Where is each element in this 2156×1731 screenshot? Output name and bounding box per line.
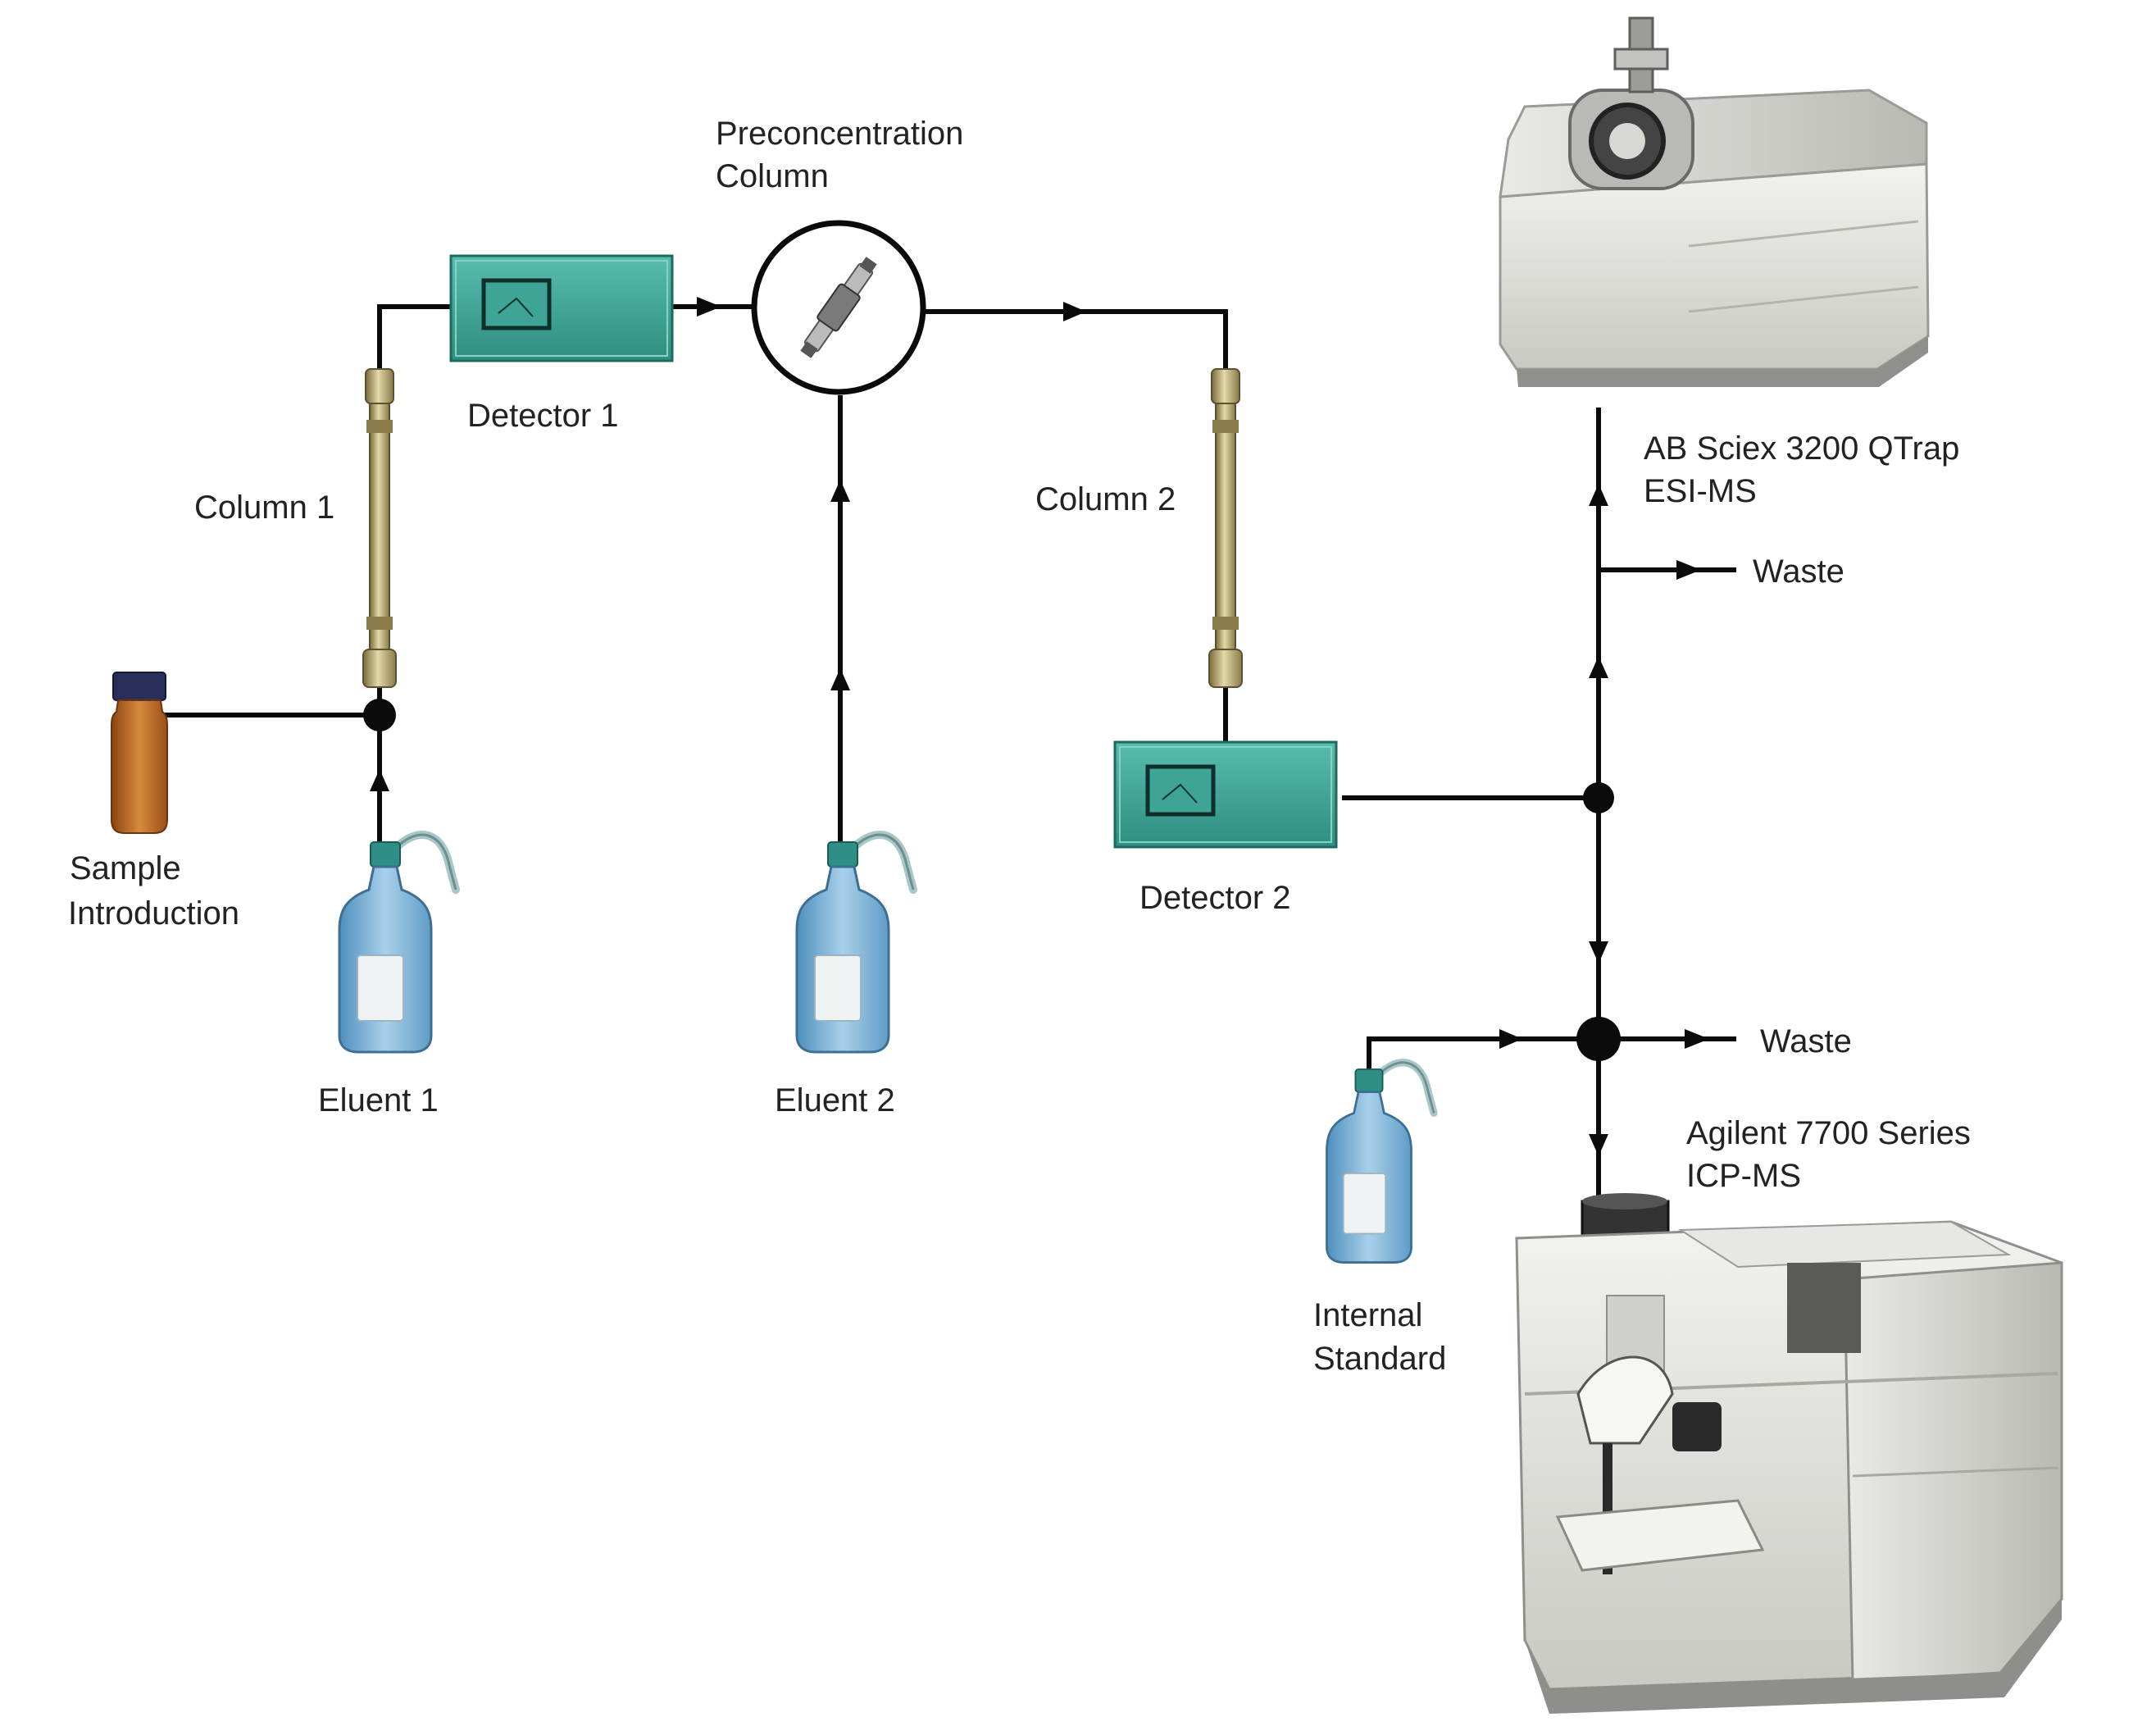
flow-lines	[161, 304, 1736, 1200]
arrow-up	[1589, 484, 1608, 506]
arrow-down	[1589, 941, 1608, 963]
arrow-right	[1685, 1029, 1709, 1049]
arrow-down	[1589, 1134, 1608, 1156]
labels: Preconcentration Column Detector 1 Colum…	[68, 116, 1971, 1377]
internal-standard-label-line1: Internal	[1313, 1297, 1422, 1333]
icp-ms-icon	[1515, 1193, 2063, 1714]
preconcentration-valve-icon	[751, 220, 926, 395]
preconcentration-label-line2: Column	[716, 158, 829, 194]
amber-vial-icon	[111, 672, 168, 834]
arrow-right	[1499, 1029, 1522, 1049]
eluent2-wash-bottle-icon	[797, 835, 913, 1052]
column2-hplc-column-icon	[1208, 368, 1243, 688]
arrow-up	[830, 668, 850, 690]
internal-standard-wash-bottle-icon	[1326, 1063, 1434, 1263]
detector2-junction	[1583, 782, 1614, 813]
esi-ms-label-line1: AB Sciex 3200 QTrap	[1644, 430, 1959, 467]
sample-label-line1: Sample	[70, 850, 181, 886]
arrow-right	[1676, 560, 1701, 580]
waste-bottom-label: Waste	[1760, 1023, 1852, 1059]
arrow-up	[1589, 656, 1608, 678]
eluent1-wash-bottle-icon	[339, 835, 456, 1052]
eluent2-label: Eluent 2	[775, 1082, 895, 1118]
icp-ms-label-line2: ICP-MS	[1686, 1158, 1801, 1194]
column2-label: Column 2	[1035, 481, 1176, 517]
preconcentration-label-line1: Preconcentration	[716, 116, 963, 152]
icp-junction	[1576, 1017, 1621, 1061]
column1-label: Column 1	[194, 490, 334, 526]
eluent1-label: Eluent 1	[318, 1082, 439, 1118]
sample-label-line2: Introduction	[68, 895, 239, 932]
column1-hplc-column-icon	[362, 368, 397, 688]
arrow-right	[697, 297, 721, 317]
junctions	[363, 699, 1621, 1061]
arrow-right	[1063, 302, 1086, 321]
detector1-label: Detector 1	[467, 398, 619, 434]
sample-junction	[363, 699, 396, 731]
internal-standard-label-line2: Standard	[1313, 1341, 1446, 1377]
arrow-up	[370, 769, 389, 791]
esi-ms-mass-spectrometer-icon	[1499, 16, 1930, 387]
icp-ms-label-line1: Agilent 7700 Series	[1686, 1115, 1971, 1151]
detector2-detector-box-icon	[1115, 742, 1336, 847]
flow-arrows	[370, 297, 1709, 1156]
waste-top-label: Waste	[1753, 553, 1844, 590]
esi-ms-label-line2: ESI-MS	[1644, 473, 1757, 509]
detector2-label: Detector 2	[1139, 880, 1291, 916]
detector1-detector-box-icon	[451, 256, 672, 361]
arrow-up	[830, 480, 850, 502]
